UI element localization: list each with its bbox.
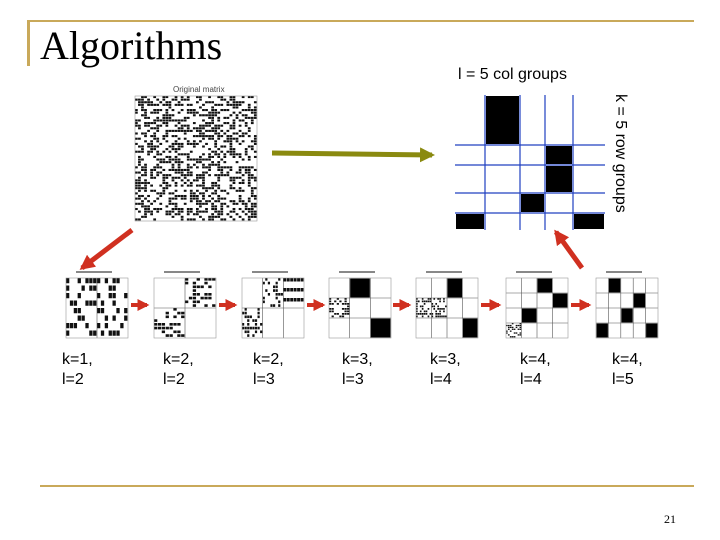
- footer-rule: [40, 485, 694, 487]
- title-rule: [27, 20, 694, 22]
- original-matrix: Original matrix: [125, 82, 265, 227]
- step-label-7: k=4, l=5: [612, 351, 643, 388]
- step-matrix-3: [241, 271, 305, 339]
- row-groups-label: k = 5 row groups: [612, 94, 629, 213]
- step-matrix-6: [505, 271, 569, 339]
- title-accent-vertical: [27, 20, 30, 66]
- slide-title: Algorithms: [40, 23, 223, 68]
- step-label-2: k=2, l=2: [163, 351, 194, 388]
- step-matrix-1: [65, 271, 129, 339]
- arrow-original-to-step1: [79, 228, 134, 270]
- step-matrix-7: [595, 271, 659, 339]
- final-coclustered-matrix: [455, 95, 605, 230]
- step-matrix-2: [153, 271, 217, 339]
- page-number: 21: [664, 512, 676, 526]
- arrow-step7-to-final: [553, 229, 585, 270]
- step-label-5: k=3, l=4: [430, 351, 461, 388]
- step-label-3: k=2, l=3: [253, 351, 284, 388]
- arrow-original-to-final: [271, 147, 435, 163]
- step-label-4: k=3, l=3: [342, 351, 373, 388]
- col-groups-label: l = 5 col groups: [458, 66, 567, 83]
- step-label-1: k=1, l=2: [62, 351, 93, 388]
- step-label-6: k=4, l=4: [520, 351, 551, 388]
- step-matrix-4: [328, 271, 392, 339]
- step-matrix-5: [415, 271, 479, 339]
- noise-pattern: [135, 96, 257, 221]
- original-matrix-caption: Original matrix: [173, 85, 225, 94]
